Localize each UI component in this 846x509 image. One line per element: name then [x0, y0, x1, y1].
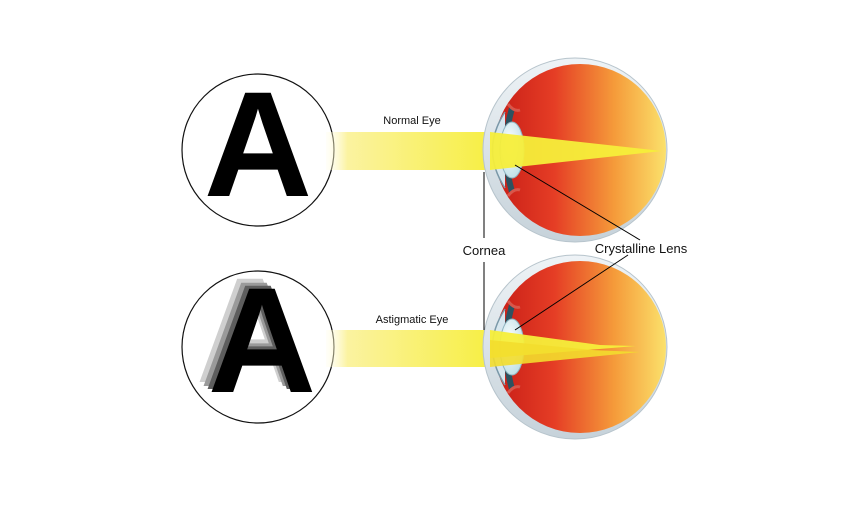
lens-line-top [514, 164, 641, 241]
astigmatic-focus-beam-2 [490, 340, 640, 367]
normal-letter: A [204, 60, 312, 228]
astigmatic-letter-ghost-3: A [204, 253, 312, 421]
astigmatic-letter-ghost-2: A [200, 250, 308, 418]
callouts [483, 164, 641, 331]
lens-line-bottom [514, 254, 629, 331]
normal-light-beam [326, 132, 505, 170]
normal-eye-label: Normal Eye [383, 115, 440, 127]
astigmatic-eye-label: Astigmatic Eye [376, 314, 449, 326]
astigmatic-letter: A [208, 256, 316, 424]
crystalline-lens-label: Crystalline Lens [595, 241, 688, 256]
astigmatic-letter-ghost-1: A [196, 246, 304, 414]
normal-eye-group: A Normal Eye [181, 57, 668, 243]
astigmatic-light-beam [326, 330, 505, 367]
astigmatic-eye-group: A A A A Astigmatic Eye [181, 246, 668, 440]
cornea-label: Cornea [463, 243, 506, 258]
normal-focus-beam [490, 132, 662, 170]
